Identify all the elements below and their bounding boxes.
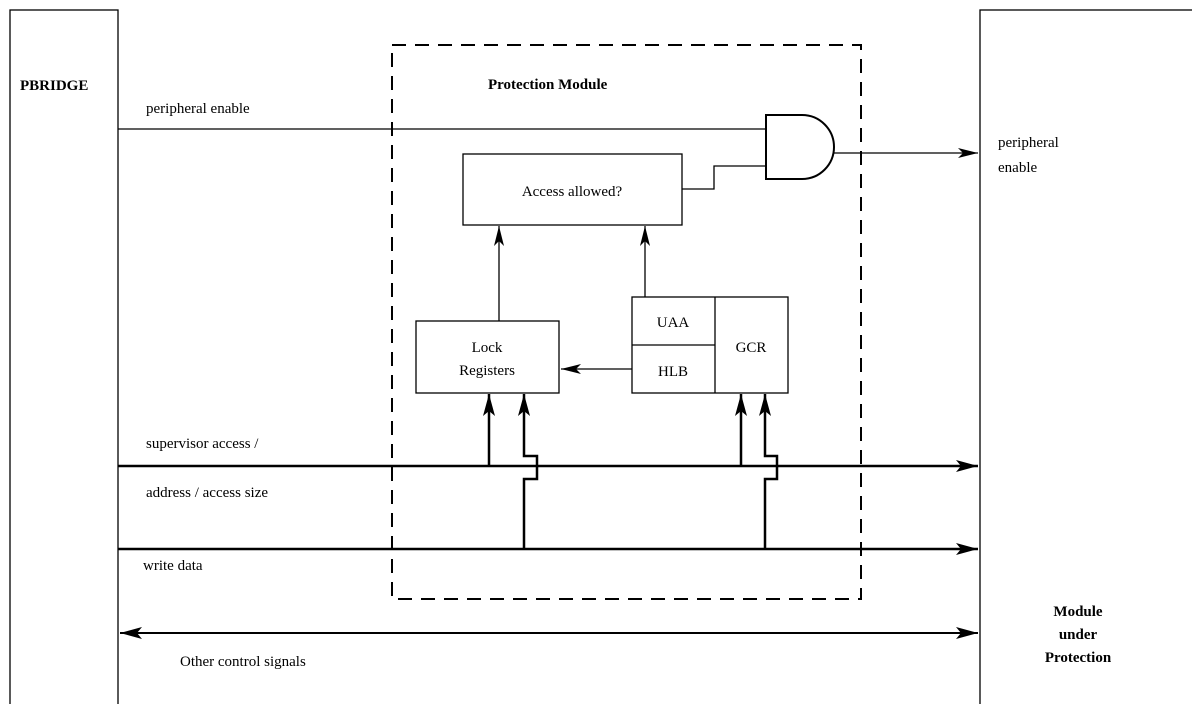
module-under-protection-block: Module under Protection <box>979 9 1192 704</box>
lock-registers-label-1: Lock <box>472 340 503 356</box>
address-access-size-label: address / access size <box>146 485 268 501</box>
access-allowed-to-and-wire <box>682 165 766 190</box>
write-data-label: write data <box>143 558 203 574</box>
module-label-line-1: Module <box>1053 604 1103 620</box>
gcr-write-data-tap-arrow <box>759 394 779 549</box>
and-gate <box>765 114 835 180</box>
peripheral-enable-out-label-2: enable <box>998 160 1037 176</box>
uaa-label: UAA <box>657 315 690 331</box>
supervisor-access-label: supervisor access / <box>146 436 259 452</box>
access-allowed-box: Access allowed? <box>462 153 683 226</box>
peripheral-enable-in-label: peripheral enable <box>146 101 250 117</box>
module-label-line-3: Protection <box>1045 650 1112 666</box>
protection-module-boundary: Protection Module <box>391 44 862 600</box>
lock-registers-box: Lock Registers <box>415 320 560 394</box>
peripheral-enable-out-label-1: peripheral <box>998 135 1059 151</box>
gcr-label: GCR <box>736 340 767 356</box>
hlb-label: HLB <box>658 364 688 380</box>
pbridge-block: PBRIDGE <box>9 9 119 704</box>
pbridge-label: PBRIDGE <box>20 78 88 94</box>
protection-module-title: Protection Module <box>488 77 608 93</box>
other-control-label: Other control signals <box>180 654 306 670</box>
module-label-line-2: under <box>1059 627 1098 643</box>
lock-write-data-tap-arrow <box>518 394 539 549</box>
gcr-register-block: UAA HLB GCR <box>631 296 789 394</box>
lock-registers-label-2: Registers <box>459 363 515 379</box>
access-allowed-label: Access allowed? <box>522 184 623 200</box>
